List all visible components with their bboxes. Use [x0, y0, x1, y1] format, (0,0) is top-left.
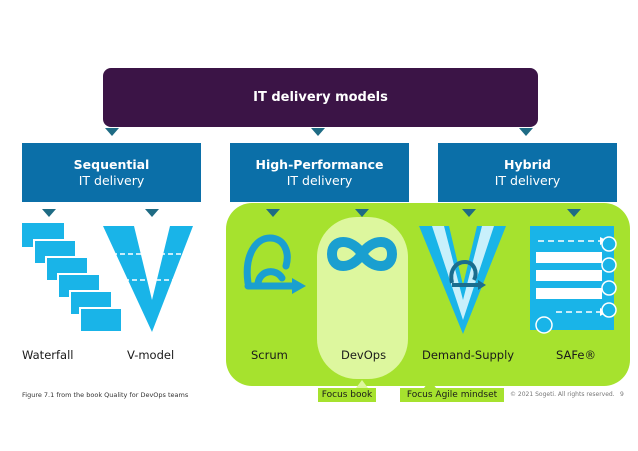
- v-model-icon: [103, 226, 193, 332]
- focus-book-badge: Focus book: [318, 388, 376, 402]
- demand-supply-icon: [419, 226, 506, 334]
- category-subtitle: IT delivery: [78, 172, 145, 188]
- category-high-performance: High-Performance IT delivery: [230, 143, 409, 202]
- label-v-model: V-model: [127, 348, 175, 362]
- scrum-icon: [243, 234, 306, 294]
- arrow-down-icon: [145, 209, 159, 217]
- category-title: Hybrid: [504, 156, 551, 172]
- category-subtitle: IT delivery: [494, 172, 561, 188]
- arrow-down-icon: [567, 209, 581, 217]
- arrow-down-icon: [519, 128, 533, 136]
- arrow-down-icon: [355, 209, 369, 217]
- category-subtitle: IT delivery: [286, 172, 353, 188]
- category-sequential: Sequential IT delivery: [22, 143, 201, 202]
- category-hybrid: Hybrid IT delivery: [438, 143, 617, 202]
- safe-icon: [530, 226, 617, 334]
- page-number: 9: [620, 391, 624, 398]
- arrow-down-icon: [105, 128, 119, 136]
- category-title: High-Performance: [255, 156, 384, 172]
- arrow-down-icon: [462, 209, 476, 217]
- diagram-title: IT delivery models: [253, 90, 388, 105]
- label-scrum: Scrum: [251, 348, 288, 362]
- label-demand-supply: Demand-Supply: [422, 348, 515, 362]
- it-delivery-models-banner: IT delivery models: [103, 68, 538, 127]
- focus-book-label: Focus book: [321, 390, 373, 400]
- waterfall-icon: [22, 223, 123, 333]
- figure-caption: Figure 7.1 from the book Quality for Dev…: [22, 391, 189, 399]
- devops-infinity-icon: [326, 237, 398, 271]
- arrow-down-icon: [266, 209, 280, 217]
- arrow-down-icon: [311, 128, 325, 136]
- label-waterfall: Waterfall: [22, 348, 74, 362]
- label-safe: SAFe®: [556, 348, 596, 362]
- focus-agile-mindset-badge: Focus Agile mindset: [400, 388, 504, 402]
- category-title: Sequential: [73, 156, 150, 172]
- focus-agile-label: Focus Agile mindset: [406, 390, 498, 400]
- arrow-down-icon: [42, 209, 56, 217]
- label-devops: DevOps: [341, 348, 387, 362]
- copyright: © 2021 Sogeti. All rights reserved.: [510, 391, 615, 398]
